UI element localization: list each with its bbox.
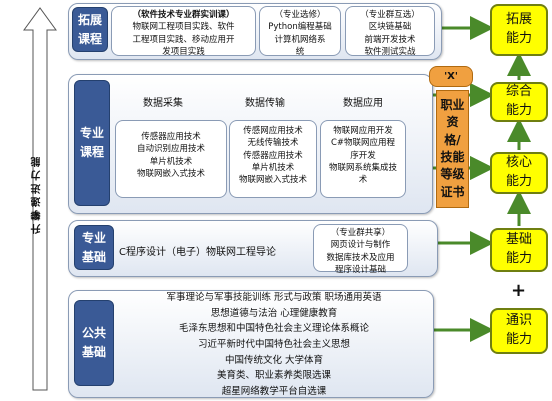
extension-box-3-line: 区块链基础 [368,22,412,33]
application-line: 物联网应用开发 [333,126,393,136]
extension-box-1-line: 工程项目实践、移动应用开 [132,34,235,45]
public-panel [68,290,434,398]
foundation-shared-line: 网页设计与制作 [330,240,391,251]
extension-box-1-header: （软件技术专业群实训课） [132,10,235,20]
foundation-tag: 专业基础 [74,225,114,270]
transmission-line: 单片机技术 [251,162,295,173]
public-tag-label: 公共基础 [81,326,106,359]
application-line: 序开发 [350,150,376,161]
public-course-line: 毛泽东思想和中国特色社会主义理论体系概论 [178,323,369,335]
capability-core-label: 核心能力 [505,155,532,189]
public-course-line: 美育类、职业素养类限选课 [216,370,331,382]
certificate-box: 职业资格/技能等级证书 [436,90,469,208]
transmission-line: 传感网应用技术 [243,126,303,136]
column-title-collection: 数据采集 [143,98,183,109]
extension-box-3-header: （专业群互选） [360,10,420,20]
capability-general-label: 通识能力 [505,313,532,347]
collection-line: 单片机技术 [149,156,193,167]
extension-box-3: （专业群互选） 区块链基础 前端开发技术 软件测试实战 [345,6,435,57]
public-course-line: 思想道德与法治 心理健康教育 [210,307,338,319]
professional-tag: 专业课程 [74,80,110,206]
foundation-tag-label: 专业基础 [81,230,106,264]
capability-core: 核心能力 [490,152,548,194]
collection-line: 自动识别应用技术 [136,144,205,155]
transmission-line: 无线传输技术 [247,138,299,149]
extension-box-1-line: 发项目实践 [162,46,205,57]
x-badge: 'X' [429,66,473,87]
column-title-transmission: 数据传输 [245,98,285,109]
extension-tag-label: 拓展课程 [77,12,102,46]
transmission-line: 传感器应用技术 [243,150,303,161]
transmission-line: 物联网嵌入式技术 [238,175,307,186]
public-tag: 公共基础 [74,300,114,386]
column-title-application: 数据应用 [343,98,383,109]
extension-box-2-line: Python编程基础 [268,22,332,33]
capability-extend-label: 拓展能力 [505,12,532,46]
extension-box-3-line: 软件测试实战 [364,46,416,57]
transmission-box: 传感网应用技术 无线传输技术 传感器应用技术 单片机技术 物联网嵌入式技术 [229,120,317,198]
extension-tag: 拓展课程 [72,7,108,52]
application-line: 术 [358,175,368,186]
foundation-shared-header: （专业群共享） [330,228,391,238]
capability-comprehensive: 综合能力 [490,82,548,122]
foundation-shared-line: 数据库技术及应用 [326,252,395,263]
public-course-line: 军事理论与军事技能训练 形式与政策 职场通用英语 [166,292,382,303]
extension-box-2-header: （专业选修） [274,10,326,20]
extension-box-2-line: 计算机网络系 [274,34,326,45]
professional-tag-label: 专业课程 [79,126,104,159]
plus-sign: + [511,280,527,301]
foundation-shared-box: （专业群共享） 网页设计与制作 数据库技术及应用 程序设计基础 [313,224,408,275]
capability-basic-label: 基础能力 [505,232,532,266]
foundation-shared-line: 程序设计基础 [334,264,386,275]
application-box: 物联网应用开发 C#物联网应用程 序开发 物联网系统集成技 术 [320,120,406,198]
capability-comprehensive-label: 综合能力 [505,84,532,118]
collection-line: 物联网嵌入式技术 [136,168,205,179]
progression-text: 升 攀 递 进 力 能 [32,156,43,234]
progression-arrow [23,7,57,391]
capability-basic: 基础能力 [490,228,548,272]
extension-box-2: （专业选修） Python编程基础 计算机网络系 统 [259,6,341,57]
public-course-line: 中国传统文化 大学体育 [224,354,324,366]
public-course-list: 军事理论与军事技能训练 形式与政策 职场通用英语 思想道德与法治 心理健康教育 … [118,290,430,400]
capability-general: 通识能力 [490,308,548,354]
x-badge-label: 'X' [444,71,458,82]
capability-extend: 拓展能力 [490,4,548,56]
application-line: C#物联网应用程 [330,138,396,149]
extension-box-2-line: 统 [295,46,305,57]
extension-box-3-line: 前端开发技术 [364,34,416,45]
application-line: 物联网系统集成技 [328,162,397,173]
public-course-line: 超星网络教学平台自选课 [221,386,327,398]
public-course-line: 习近平新时代中国特色社会主义思想 [197,339,350,351]
collection-box: 传感器应用技术 自动识别应用技术 单片机技术 物联网嵌入式技术 [115,120,227,198]
collection-line: 传感器应用技术 [141,132,201,142]
foundation-main-text: C程序设计（电子）物联网工程导论 [119,247,276,258]
extension-box-1: （软件技术专业群实训课） 物联网工程项目实践、软件 工程项目实践、移动应用开 发… [111,6,256,57]
progression-label: 升 攀 递 进 力 能 [30,95,50,295]
certificate-label: 职业资格/技能等级证书 [440,97,465,199]
extension-box-1-line: 物联网工程项目实践、软件 [132,22,235,33]
